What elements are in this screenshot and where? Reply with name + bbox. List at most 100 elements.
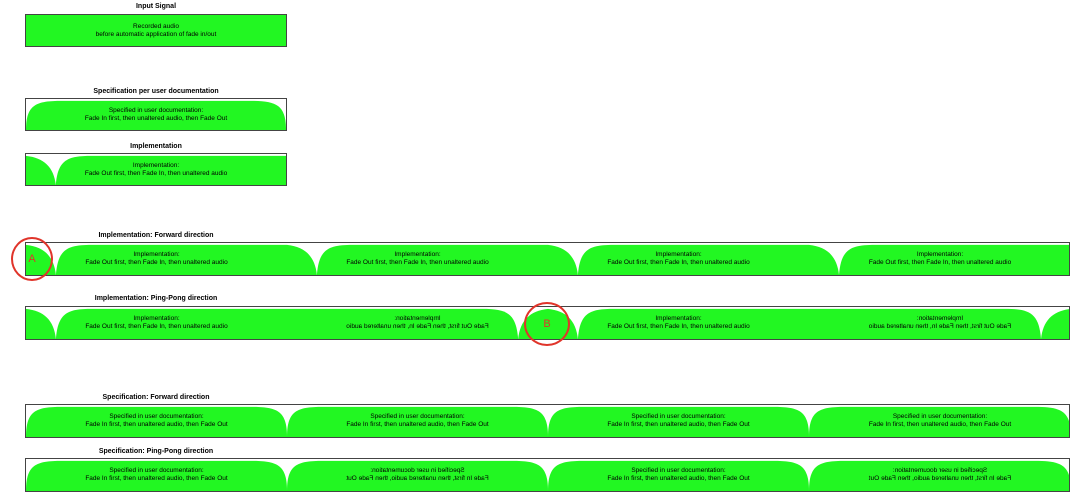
impl-line1: Implementation: — [655, 315, 702, 322]
spec-pingpong-segment-reversed: Specified in user documentation: Fade In… — [287, 459, 549, 491]
impl-forward-segment: Implementation: Fade Out first, then Fad… — [287, 243, 549, 275]
marker-a-label: A — [28, 253, 36, 265]
spec-envelope — [548, 406, 809, 437]
impl-pingpong-caption-reversed: Implementation: Fade Out first, then Fad… — [287, 315, 548, 331]
spec-doc-box: Specified in user documentation: Fade In… — [25, 98, 287, 131]
spec-line1: Specified in user documentation: — [109, 467, 204, 474]
impl-pingpong-segment-reversed: Implementation: Fade Out first, then Fad… — [809, 307, 1069, 339]
spec-pingpong-caption: Specified in user documentation: Fade In… — [548, 467, 809, 483]
marker-b-label: B — [543, 318, 551, 330]
impl-envelope — [26, 308, 287, 339]
impl-line1: Implementation: — [916, 251, 964, 258]
spec-doc-title: Specification per user documentation — [93, 88, 219, 95]
spec-line2: Fade In first, then unaltered audio, the… — [346, 421, 489, 428]
spec-line2: Fade In first, then unaltered audio, the… — [85, 421, 228, 428]
spec-envelope — [26, 406, 287, 437]
spec-line2: Fade In first, then unaltered audio, the… — [346, 475, 489, 482]
impl-line1: Implementation: — [133, 315, 180, 322]
impl-pingpong-caption: Implementation: Fade Out first, then Fad… — [26, 315, 287, 331]
impl-pingpong-title: Implementation: Ping-Pong direction — [94, 295, 218, 302]
spec-envelope — [287, 406, 548, 437]
spec-line1: Specified in user documentation: — [892, 467, 988, 474]
impl-pingpong-segment: Implementation: Fade Out first, then Fad… — [26, 307, 288, 339]
impl-forward-caption: Implementation: Fade Out first, then Fad… — [548, 251, 809, 267]
impl-pingpong-segment-reversed: Implementation: Fade Out first, then Fad… — [287, 307, 549, 339]
impl-forward-caption: Implementation: Fade Out first, then Fad… — [287, 251, 548, 267]
spec-pingpong-segment: Specified in user documentation: Fade In… — [26, 459, 288, 491]
spec-line2: Fade In first, then unaltered audio, the… — [607, 475, 750, 482]
impl-line1: Implementation: — [394, 315, 441, 322]
impl-line2: Fade Out first, then Fade In, then unalt… — [607, 259, 750, 266]
spec-pingpong-strip: Specified in user documentation: Fade In… — [25, 458, 1070, 492]
spec-forward-title: Specification: Forward direction — [102, 394, 210, 401]
spec-pingpong-segment: Specified in user documentation: Fade In… — [548, 459, 810, 491]
spec-forward-segment: Specified in user documentation: Fade In… — [809, 405, 1069, 437]
impl-line1: Implementation: — [133, 251, 180, 258]
impl-forward-caption: Implementation: Fade Out first, then Fad… — [809, 251, 1069, 267]
impl-forward-title: Implementation: Forward direction — [98, 232, 214, 239]
spec-forward-segment: Specified in user documentation: Fade In… — [287, 405, 549, 437]
impl-pingpong-caption: Implementation: Fade Out first, then Fad… — [548, 315, 809, 331]
implementation-envelope — [26, 155, 286, 185]
spec-envelope — [287, 460, 548, 491]
spec-forward-segment: Specified in user documentation: Fade In… — [548, 405, 810, 437]
impl-envelope-reversed — [809, 308, 1069, 339]
spec-forward-caption: Specified in user documentation: Fade In… — [26, 413, 287, 429]
input-signal-caption: Recorded audio before automatic applicat… — [26, 23, 286, 39]
spec-line1: Specified in user documentation: — [370, 467, 465, 474]
impl-line2: Fade Out first, then Fade In, then unalt… — [85, 323, 228, 330]
spec-doc-line1: Specified in user documentation: — [108, 106, 204, 114]
spec-pingpong-title: Specification: Ping-Pong direction — [98, 448, 214, 455]
impl-line2: Fade Out first, then Fade In, then unalt… — [346, 323, 489, 330]
impl-forward-segment: Implementation: Fade Out first, then Fad… — [26, 243, 288, 275]
spec-envelope — [26, 460, 287, 491]
spec-line1: Specified in user documentation: — [631, 413, 726, 420]
impl-forward-caption: Implementation: Fade Out first, then Fad… — [26, 251, 287, 267]
impl-line1: Implementation: — [916, 315, 964, 322]
impl-forward-strip: Implementation: Fade Out first, then Fad… — [25, 242, 1070, 276]
spec-pingpong-segment-reversed: Specified in user documentation: Fade In… — [809, 459, 1069, 491]
impl-pingpong-caption-reversed: Implementation: Fade Out first, then Fad… — [809, 315, 1069, 331]
spec-envelope — [548, 460, 809, 491]
implementation-line2: Fade Out first, then Fade In, then unalt… — [84, 169, 228, 177]
spec-line1: Specified in user documentation: — [370, 413, 465, 420]
spec-line2: Fade In first, then unaltered audio, the… — [868, 475, 1012, 482]
impl-line2: Fade Out first, then Fade In, then unalt… — [868, 259, 1012, 266]
impl-forward-segment: Implementation: Fade Out first, then Fad… — [809, 243, 1069, 275]
input-signal-title: Input Signal — [135, 3, 177, 10]
spec-forward-caption: Specified in user documentation: Fade In… — [809, 413, 1069, 429]
impl-envelope — [287, 244, 548, 275]
impl-pingpong-segment: Implementation: Fade Out first, then Fad… — [548, 307, 810, 339]
implementation-title: Implementation — [130, 143, 182, 150]
spec-line1: Specified in user documentation: — [892, 413, 988, 420]
spec-line1: Specified in user documentation: — [109, 413, 204, 420]
impl-line1: Implementation: — [394, 251, 441, 258]
implementation-box: Implementation: Fade Out first, then Fad… — [25, 153, 287, 186]
spec-forward-strip: Specified in user documentation: Fade In… — [25, 404, 1070, 438]
impl-envelope — [809, 244, 1069, 275]
impl-line2: Fade Out first, then Fade In, then unalt… — [868, 323, 1012, 330]
spec-pingpong-caption-reversed: Specified in user documentation: Fade In… — [809, 467, 1069, 483]
impl-line1: Implementation: — [655, 251, 702, 258]
spec-envelope — [809, 460, 1069, 491]
input-signal-box: Recorded audio before automatic applicat… — [25, 14, 287, 47]
spec-line2: Fade In first, then unaltered audio, the… — [85, 475, 228, 482]
spec-doc-caption: Specified in user documentation: Fade In… — [26, 107, 286, 123]
input-signal-line2: before automatic application of fade in/… — [95, 30, 217, 38]
spec-envelope — [809, 406, 1069, 437]
implementation-line1: Implementation: — [132, 161, 180, 169]
spec-doc-envelope — [26, 100, 286, 130]
impl-line2: Fade Out first, then Fade In, then unalt… — [607, 323, 750, 330]
marker-b: B — [524, 302, 570, 346]
impl-line2: Fade Out first, then Fade In, then unalt… — [85, 259, 228, 266]
implementation-caption: Implementation: Fade Out first, then Fad… — [26, 162, 286, 178]
marker-a: A — [11, 237, 53, 281]
input-signal-line1: Recorded audio — [133, 22, 179, 30]
spec-doc-line2: Fade In first, then unaltered audio, the… — [84, 114, 228, 122]
spec-line2: Fade In first, then unaltered audio, the… — [868, 421, 1012, 428]
impl-forward-segment: Implementation: Fade Out first, then Fad… — [548, 243, 810, 275]
spec-line2: Fade In first, then unaltered audio, the… — [607, 421, 750, 428]
impl-envelope — [548, 244, 809, 275]
spec-forward-caption: Specified in user documentation: Fade In… — [287, 413, 548, 429]
impl-line2: Fade Out first, then Fade In, then unalt… — [346, 259, 489, 266]
